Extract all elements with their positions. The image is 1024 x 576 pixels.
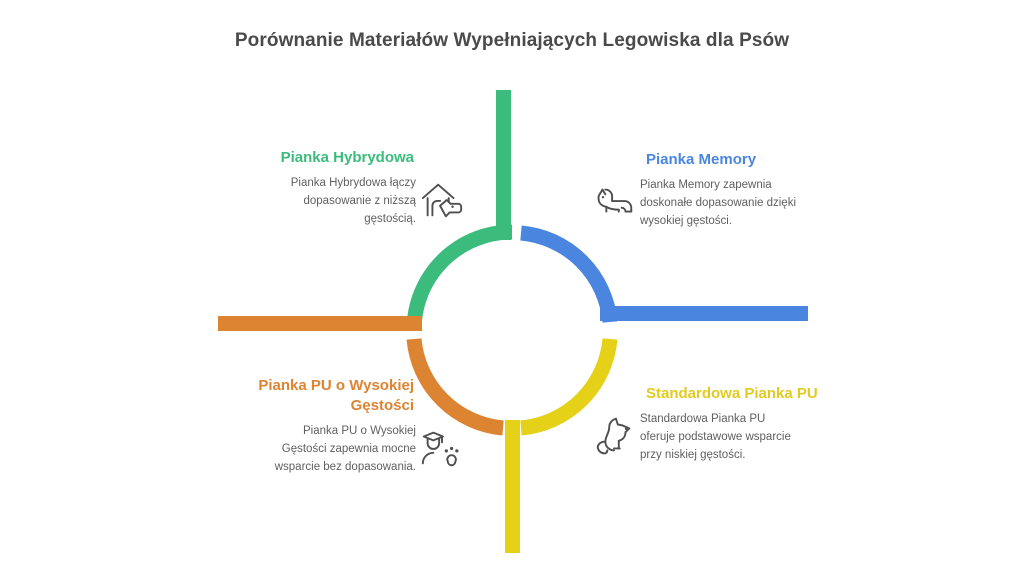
sitting-dog-icon xyxy=(588,410,640,462)
quadrant-body-standard-pu: Standardowa Pianka PU oferuje podstawowe… xyxy=(640,412,791,462)
arc-green-top-left xyxy=(406,224,513,331)
quadrant-content-memory-foam: Pianka Memory zapewnia doskonałe dopasow… xyxy=(588,176,820,230)
quadrant-heading-standard-pu: Standardowa Pianka PU xyxy=(646,385,818,402)
quadrant-memory-foam: Pianka Memory Pianka Memory zapewnia dos… xyxy=(588,150,820,230)
quadrant-standard-pu: Standardowa Pianka PU Standardowa Pianka… xyxy=(588,384,820,464)
quadrant-body-high-density-pu: Pianka PU o Wysokiej Gęstości zapewnia m… xyxy=(274,424,416,473)
dog-house-icon xyxy=(416,174,468,226)
quadrant-hybrid-foam: Pianka Hybrydowa Pianka Hybrydowa łączy … xyxy=(236,148,468,228)
quadrant-content-high-density-pu: Pianka PU o Wysokiej Gęstości zapewnia m… xyxy=(236,422,468,476)
quadrant-content-standard-pu: Standardowa Pianka PU oferuje podstawowe… xyxy=(588,410,820,464)
lying-dog-icon xyxy=(588,176,640,228)
arc-blue-top-right xyxy=(520,225,618,323)
page-title: Porównanie Materiałów Wypełniających Leg… xyxy=(234,30,790,51)
quadrant-heading-high-density-pu: Pianka PU o Wysokiej Gęstości xyxy=(258,377,414,414)
graduate-paw-icon xyxy=(416,422,468,474)
quadrant-body-memory-foam: Pianka Memory zapewnia doskonałe dopasow… xyxy=(640,178,796,228)
quadrant-content-hybrid-foam: Pianka Hybrydowa łączy dopasowanie z niż… xyxy=(236,174,468,228)
quadrant-heading-memory-foam: Pianka Memory xyxy=(646,151,757,168)
quadrant-high-density-pu: Pianka PU o Wysokiej Gęstości Pianka PU … xyxy=(236,376,468,476)
quadrant-body-hybrid-foam: Pianka Hybrydowa łączy dopasowanie z niż… xyxy=(290,176,416,226)
quadrant-heading-hybrid-foam: Pianka Hybrydowa xyxy=(280,149,414,166)
